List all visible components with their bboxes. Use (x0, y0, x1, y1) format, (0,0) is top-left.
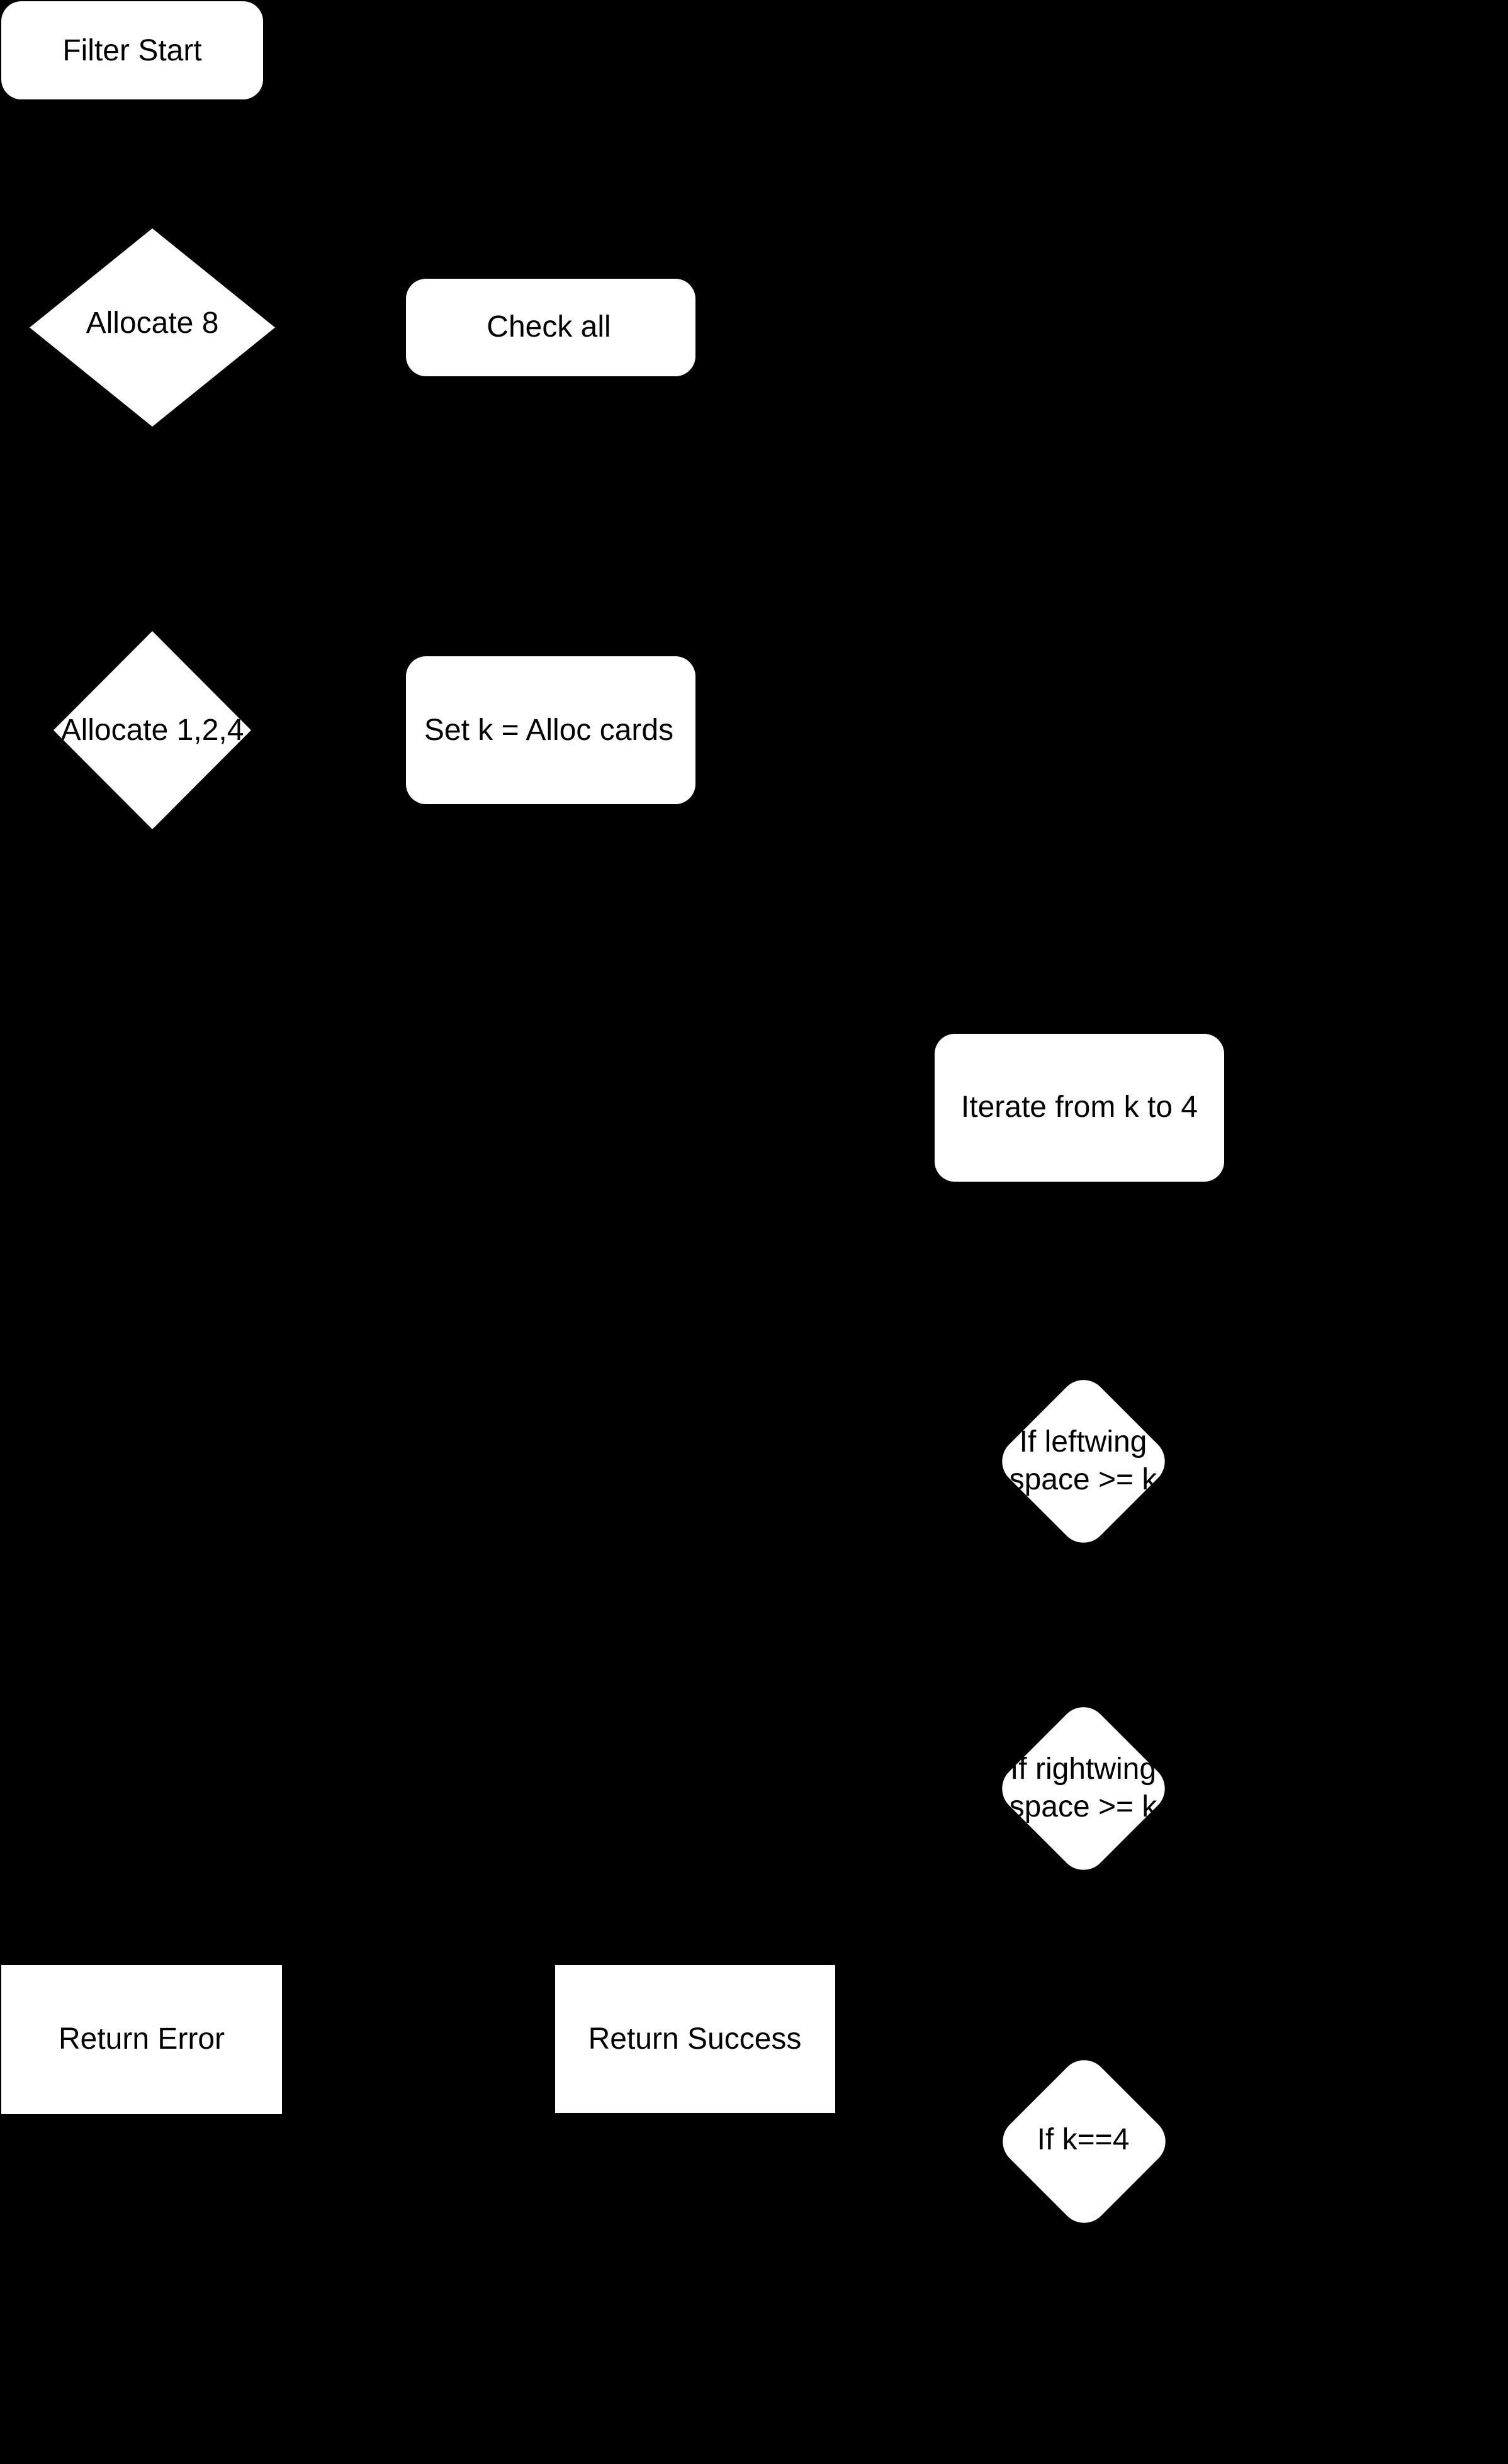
return-success-label: Return Success (588, 2022, 802, 2056)
filter-start-label: Filter Start (62, 34, 202, 67)
return-error-node (1, 1965, 282, 2114)
if-leftwing-label-line1: If leftwing (1019, 1425, 1147, 1459)
filter-start-node (1, 1, 263, 99)
check-all-label: Check all (487, 310, 611, 344)
allocate-8-label: Allocate 8 (86, 306, 219, 340)
if-rightwing-label: If rightwing space >= k (1010, 1750, 1157, 1826)
iterate-node (935, 1034, 1224, 1182)
set-k-label: Set k = Alloc cards (424, 714, 674, 747)
if-leftwing-label-line2: space >= k (1009, 1463, 1157, 1496)
return-error-label: Return Error (58, 2022, 225, 2056)
iterate-label: Iterate from k to 4 (960, 1090, 1198, 1124)
return-success-node (555, 1965, 835, 2113)
if-rightwing-label-line1: If rightwing (1010, 1752, 1157, 1786)
set-k-node (406, 656, 695, 804)
if-rightwing-label-line2: space >= k (1009, 1790, 1157, 1823)
if-leftwing-label: If leftwing space >= k (1010, 1423, 1157, 1499)
if-k-equals-4-label: If k==4 (1037, 2123, 1130, 2156)
check-all-node (406, 279, 695, 376)
allocate-124-label: Allocate 1,2,4 (60, 714, 244, 747)
